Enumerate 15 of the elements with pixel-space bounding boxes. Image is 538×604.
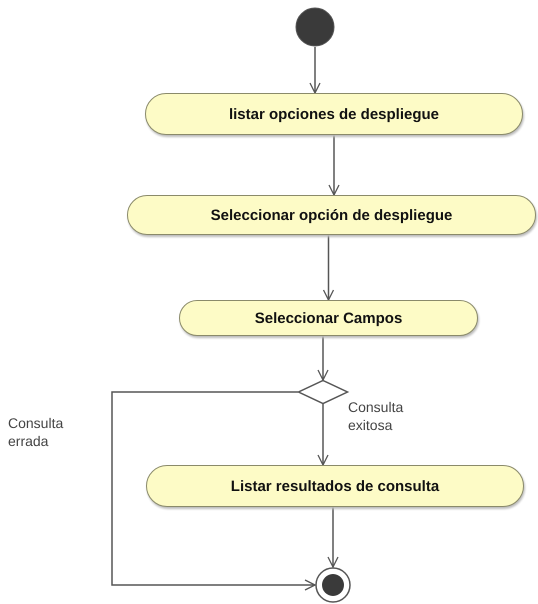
action-node xyxy=(179,300,478,336)
arrow xyxy=(317,404,329,466)
action-node xyxy=(127,195,536,235)
arrow xyxy=(111,391,316,591)
action-label: Seleccionar Campos xyxy=(254,310,402,326)
action-label: Listar resultados de consulta xyxy=(230,478,440,494)
arrow xyxy=(309,47,321,94)
action-label: listar opciones de despliegue xyxy=(228,106,440,122)
action-node xyxy=(146,465,524,507)
arrow xyxy=(317,336,329,381)
arrow xyxy=(328,135,340,196)
arrow xyxy=(322,235,334,301)
action-node xyxy=(145,93,523,135)
arrow xyxy=(327,507,339,568)
action-label: Seleccionar opción de despliegue xyxy=(210,206,452,224)
